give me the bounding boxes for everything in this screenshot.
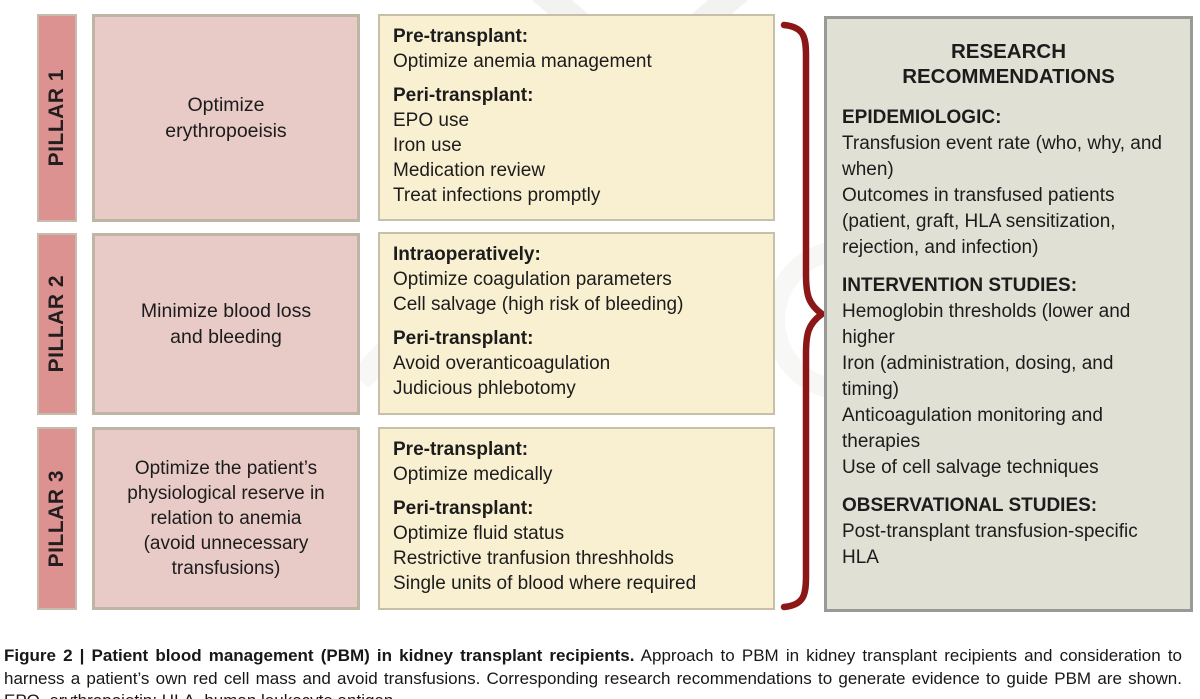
- detail-section: Peri-transplant: Avoid overanticoagulati…: [393, 326, 760, 401]
- pillar-3-summary-text: Optimize the patient’s physiological res…: [127, 458, 325, 579]
- detail-item: Optimize coagulation parameters: [393, 269, 672, 290]
- research-title: RESEARCH RECOMMENDATIONS: [902, 40, 1115, 88]
- section-heading: Pre-transplant:: [393, 26, 529, 47]
- detail-section: Intraoperatively: Optimize coagulation p…: [393, 242, 760, 317]
- research-item: Iron (administration, dosing, and timing…: [842, 353, 1114, 400]
- research-section-heading: OBSERVATIONAL STUDIES:: [842, 495, 1098, 516]
- pillar-2-label: PILLAR 2: [37, 233, 77, 415]
- pillar-1-label: PILLAR 1: [37, 14, 77, 222]
- detail-item: EPO use: [393, 110, 470, 131]
- research-section-heading: INTERVENTION STUDIES:: [842, 275, 1078, 296]
- pillar-3-label: PILLAR 3: [37, 427, 77, 610]
- detail-section: Peri-transplant: Optimize fluid status R…: [393, 496, 760, 596]
- research-item: Post-transplant transfusion-specific HLA: [842, 521, 1138, 568]
- section-heading: Peri-transplant:: [393, 498, 534, 519]
- pillar-1-summary-box: Optimize erythropoeisis: [92, 14, 360, 222]
- detail-item: Optimize anemia management: [393, 51, 652, 72]
- research-item: Outcomes in transfused patients (patient…: [842, 185, 1116, 258]
- detail-item: Single units of blood where required: [393, 573, 697, 594]
- pillar-2-summary-box: Minimize blood loss and bleeding: [92, 233, 360, 415]
- detail-item: Restrictive tranfusion threshholds: [393, 548, 674, 569]
- detail-item: Cell salvage (high risk of bleeding): [393, 294, 684, 315]
- research-box: RESEARCH RECOMMENDATIONS EPIDEMIOLOGIC: …: [824, 16, 1193, 612]
- pillar-2-summary-text: Minimize blood loss and bleeding: [140, 300, 312, 348]
- research-section: INTERVENTION STUDIES: Hemoglobin thresho…: [842, 273, 1175, 481]
- detail-item: Medication review: [393, 160, 546, 181]
- pillar-3-label-text: PILLAR 3: [45, 469, 68, 568]
- pillar-2-detail-box: Intraoperatively: Optimize coagulation p…: [378, 232, 775, 415]
- detail-item: Optimize medically: [393, 464, 553, 485]
- research-section-heading: EPIDEMIOLOGIC:: [842, 107, 1002, 128]
- research-item: Transfusion event rate (who, why, and wh…: [842, 133, 1162, 180]
- section-heading: Intraoperatively:: [393, 244, 541, 265]
- section-heading: Peri-transplant:: [393, 85, 534, 106]
- pillar-1-label-text: PILLAR 1: [45, 69, 68, 167]
- research-item: Use of cell salvage techniques: [842, 457, 1099, 478]
- pillar-2-label-text: PILLAR 2: [45, 275, 68, 373]
- detail-item: Optimize fluid status: [393, 523, 565, 544]
- detail-section: Pre-transplant: Optimize medically: [393, 437, 760, 487]
- detail-item: Judicious phlebotomy: [393, 378, 576, 399]
- pillar-1-summary-text: Optimize erythropoeisis: [165, 94, 287, 142]
- caption-text: Approach to PBM in kidney transplant rec…: [4, 646, 1182, 699]
- research-section: EPIDEMIOLOGIC: Transfusion event rate (w…: [842, 105, 1175, 261]
- detail-item: Treat infections promptly: [393, 185, 601, 206]
- pillar-1-detail-box: Pre-transplant: Optimize anemia manageme…: [378, 14, 775, 221]
- pillar-3-summary-box: Optimize the patient’s physiological res…: [92, 427, 360, 610]
- research-section: OBSERVATIONAL STUDIES: Post-transplant t…: [842, 493, 1175, 571]
- figure-caption: Figure 2 | Patient blood management (PBM…: [4, 645, 1182, 699]
- caption-label: Figure 2 | Patient blood management (PBM…: [4, 646, 635, 665]
- detail-item: Iron use: [393, 135, 462, 156]
- research-item: Hemoglobin thresholds (lower and higher: [842, 301, 1131, 348]
- detail-item: Avoid overanticoagulation: [393, 353, 611, 374]
- section-heading: Pre-transplant:: [393, 439, 529, 460]
- curly-brace-icon: [780, 21, 826, 611]
- research-item: Anticoagulation monitoring and therapies: [842, 405, 1103, 452]
- pillar-3-detail-box: Pre-transplant: Optimize medically Peri-…: [378, 427, 775, 610]
- section-heading: Peri-transplant:: [393, 328, 534, 349]
- detail-section: Pre-transplant: Optimize anemia manageme…: [393, 24, 760, 74]
- detail-section: Peri-transplant: EPO use Iron use Medica…: [393, 83, 760, 208]
